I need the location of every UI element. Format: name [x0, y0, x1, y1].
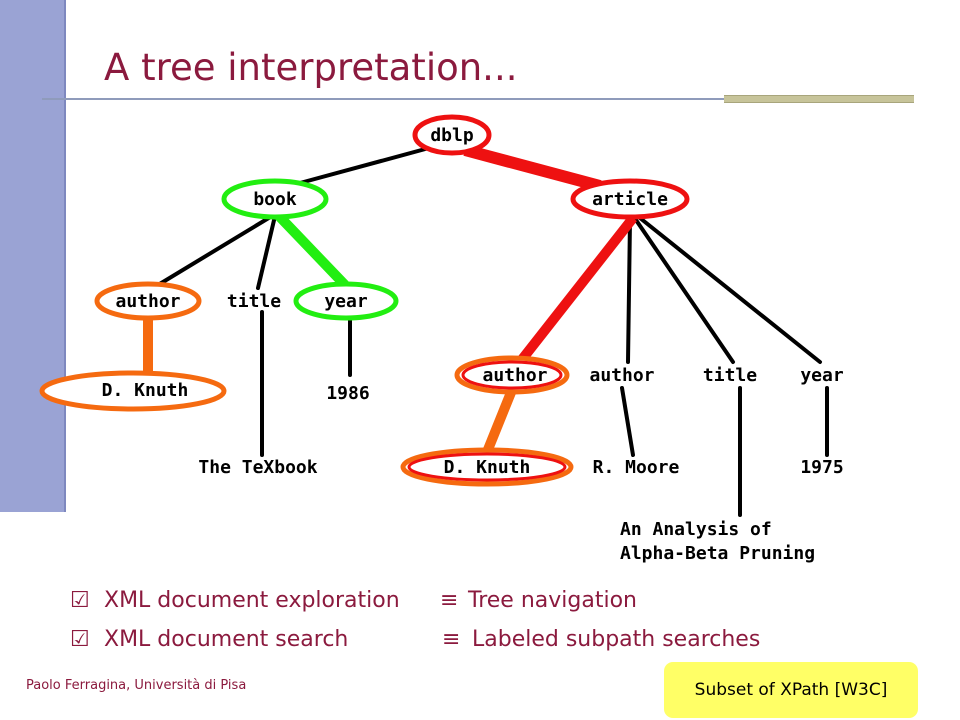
bullet-search-lhs: XML document search — [104, 627, 349, 652]
edge-author1-knuth-highlight — [482, 388, 517, 454]
title-underline-accent — [724, 95, 914, 103]
title-underline — [42, 98, 914, 100]
edge-article-author2 — [626, 218, 632, 364]
edge-dblp-book — [298, 143, 442, 185]
edge-article-title — [634, 218, 735, 364]
node-article: article — [592, 189, 668, 210]
node-article-title-value-line2: Alpha-Beta Pruning — [620, 543, 815, 564]
node-article-author2-value: R. Moore — [593, 457, 680, 478]
node-book-author: author — [115, 291, 180, 312]
node-article-title: title — [703, 365, 757, 386]
node-book-year: year — [324, 291, 368, 312]
node-book-title-value: The TeXbook — [198, 457, 317, 478]
node-article-author1-value-ellipse-inner — [407, 452, 567, 482]
equivalence-icon: ≡ — [442, 627, 461, 652]
slide-title: A tree interpretation... — [104, 46, 518, 89]
node-article-title-value-line1: An Analysis of — [620, 519, 772, 540]
edge-book-year-highlight — [274, 211, 349, 289]
bullet-exploration-rhs: Tree navigation — [468, 588, 637, 613]
node-dblp: dblp — [430, 125, 474, 146]
node-article-author1: author — [482, 365, 547, 386]
bullet-exploration-lhs: XML document exploration — [104, 588, 400, 613]
node-article-year-value: 1975 — [800, 457, 843, 478]
node-article-ellipse — [570, 178, 690, 220]
node-book: book — [253, 189, 297, 210]
xpath-callout: Subset of XPath [W3C] — [664, 662, 918, 718]
node-book-year-value: 1986 — [326, 383, 369, 404]
bullet-search-rhs: Labeled subpath searches — [472, 627, 761, 652]
node-dblp-ellipse — [412, 114, 492, 156]
node-book-author-value: D. Knuth — [102, 380, 189, 401]
node-article-author2: author — [589, 365, 654, 386]
node-book-author-value-ellipse — [39, 370, 227, 412]
edge-book-author — [156, 214, 274, 287]
footer-author: Paolo Ferragina, Università di Pisa — [26, 678, 247, 693]
checkbox-icon: ☑ — [70, 627, 90, 652]
node-article-year: year — [800, 365, 844, 386]
xml-tree-diagram: dblp book article author title year D. K… — [39, 114, 844, 564]
edge-article-author1-highlight — [516, 214, 637, 366]
node-book-title: title — [227, 291, 281, 312]
left-sidebar-bar — [0, 0, 66, 512]
edge-article-year — [638, 216, 822, 364]
node-book-year-ellipse — [293, 281, 399, 321]
node-article-author1-ellipse — [454, 355, 570, 395]
edge-author2-moore — [620, 386, 635, 457]
node-book-ellipse — [221, 178, 329, 220]
checkbox-icon: ☑ — [70, 588, 90, 613]
equivalence-icon: ≡ — [440, 588, 459, 613]
node-article-author1-value: D. Knuth — [444, 457, 531, 478]
node-article-author1-value-ellipse — [400, 447, 574, 487]
edge-book-title — [256, 214, 277, 290]
node-book-author-ellipse — [94, 281, 202, 321]
edge-dblp-article-highlight — [463, 144, 602, 192]
node-article-author1-ellipse-inner — [461, 360, 563, 390]
tree-edges — [156, 143, 829, 517]
